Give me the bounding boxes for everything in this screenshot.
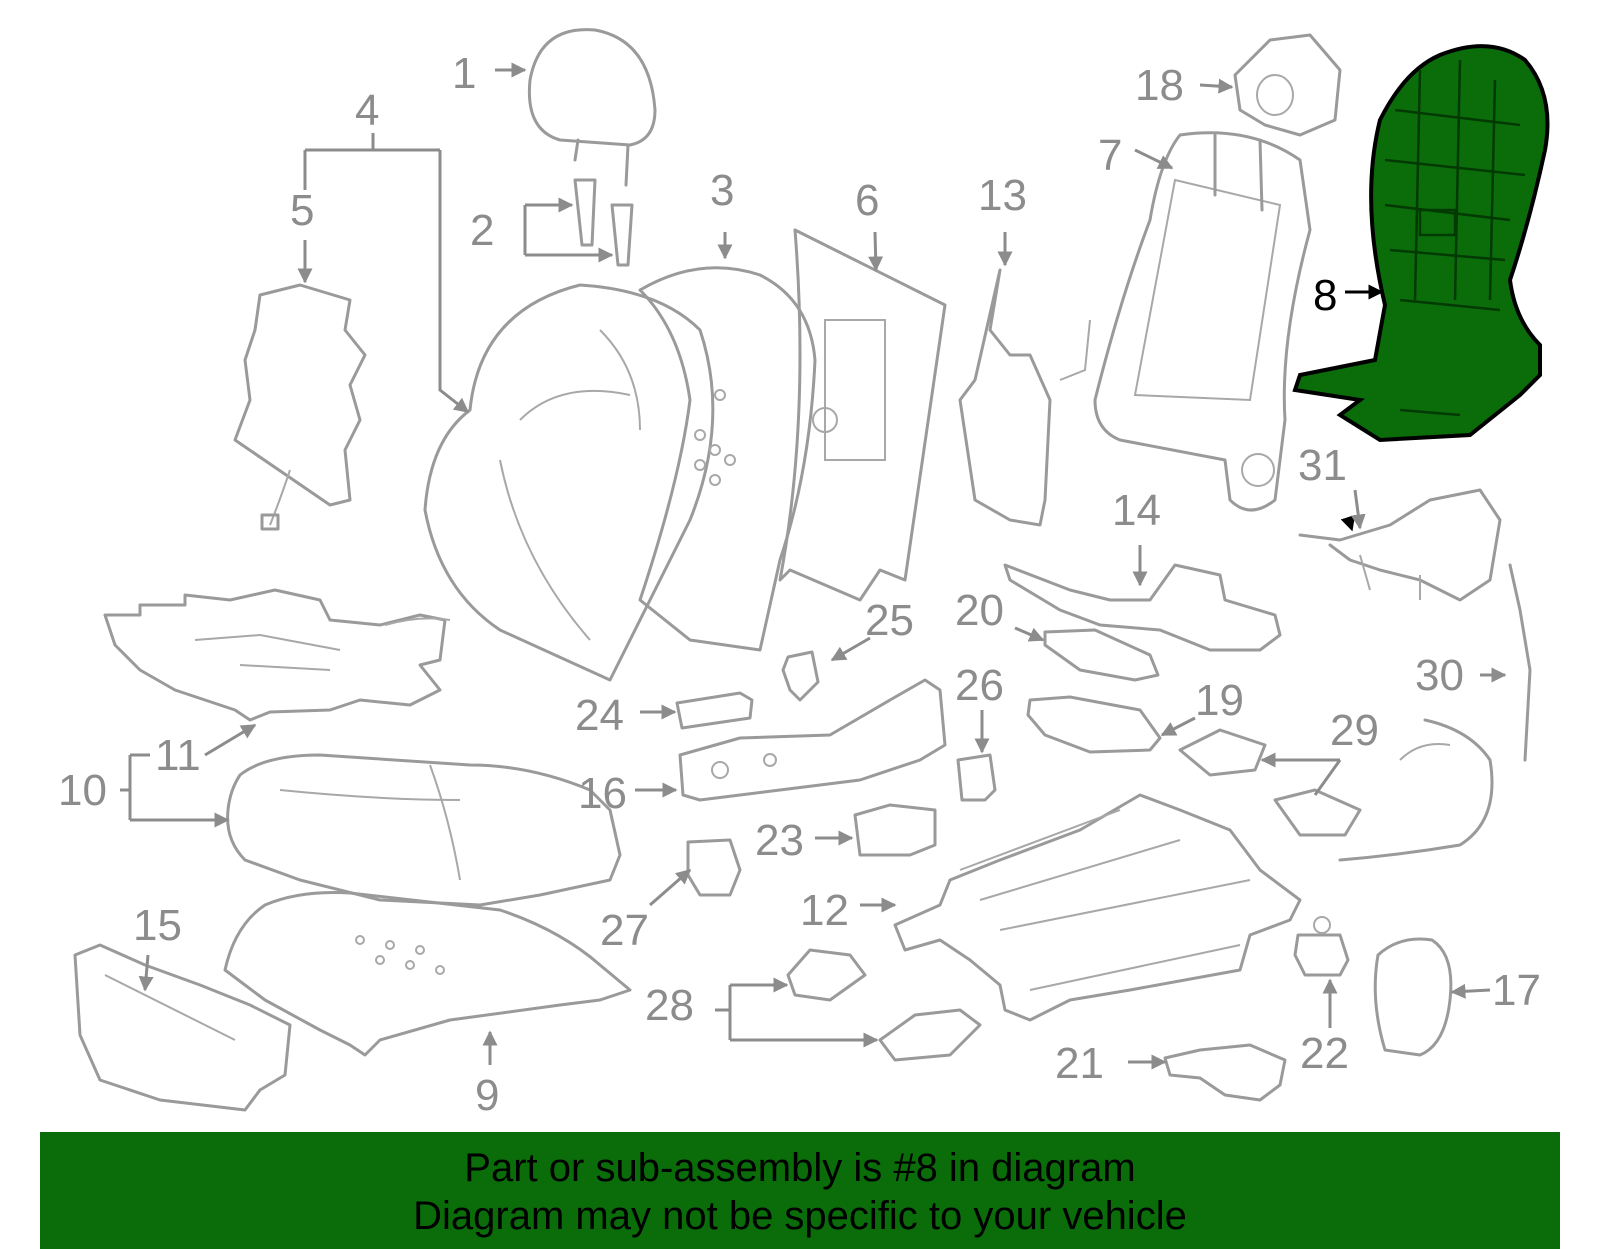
module-part[interactable] — [853, 803, 937, 857]
callout-22: 22 — [1300, 1029, 1349, 1078]
cap-part[interactable] — [1373, 937, 1453, 1057]
callout-2: 2 — [470, 206, 494, 255]
callout-8: 8 — [1313, 271, 1337, 320]
banner-disclaimer: Diagram may not be specific to your vehi… — [413, 1194, 1187, 1238]
knob-part[interactable] — [781, 650, 820, 702]
sensor-part[interactable] — [956, 753, 997, 802]
callout-4: 4 — [355, 86, 379, 135]
callout-1: 1 — [452, 49, 476, 98]
parts-diagram: 1 2 3 4 5 6 7 8 9 10 11 12 13 14 15 16 1… — [58, 28, 1550, 1120]
callout-11: 11 — [155, 731, 201, 780]
wire-harness-part[interactable] — [1298, 488, 1502, 602]
cushion-cover-part[interactable] — [226, 753, 622, 907]
leader-lines — [120, 62, 1507, 1070]
callout-14: 14 — [1112, 486, 1161, 535]
headrest-guide-part[interactable] — [573, 178, 634, 267]
clip-part[interactable] — [1233, 33, 1342, 137]
seatback-cover-part[interactable] — [423, 283, 715, 682]
callout-12: 12 — [800, 886, 849, 935]
callout-17: 17 — [1492, 966, 1541, 1015]
seatback-board-part[interactable] — [778, 228, 947, 602]
callout-28: 28 — [645, 981, 694, 1030]
back-panel-part-highlighted[interactable] — [1292, 44, 1550, 443]
callout-labels: 1 2 3 4 5 6 7 8 9 10 11 12 13 14 15 16 1… — [58, 49, 1541, 1120]
bracket-part[interactable] — [1178, 728, 1362, 837]
callout-29: 29 — [1330, 706, 1379, 755]
callout-23: 23 — [755, 816, 804, 865]
switch-part[interactable] — [675, 691, 754, 730]
cushion-heater-part[interactable] — [103, 588, 451, 722]
track-cover-part[interactable] — [786, 948, 982, 1062]
callout-25: 25 — [865, 596, 914, 645]
callout-20: 20 — [955, 586, 1004, 635]
callout-31: 31 — [1298, 441, 1347, 490]
callout-13: 13 — [978, 171, 1027, 220]
callout-3: 3 — [710, 166, 734, 215]
callout-30: 30 — [1415, 651, 1464, 700]
callout-24: 24 — [575, 691, 624, 740]
seat-track-part[interactable] — [893, 793, 1302, 1022]
side-shield-part[interactable] — [678, 678, 947, 802]
callout-10: 10 — [58, 766, 107, 815]
callout-6: 6 — [855, 176, 879, 225]
cable-part[interactable] — [1338, 563, 1532, 862]
cushion-pad-part[interactable] — [223, 891, 632, 1057]
callout-26: 26 — [955, 661, 1004, 710]
support-part[interactable] — [1026, 695, 1162, 754]
seat-mat-part[interactable] — [1003, 563, 1282, 652]
banner-part-note: Part or sub-assembly is #8 in diagram — [464, 1146, 1136, 1190]
callout-9: 9 — [475, 1071, 499, 1120]
track-bracket-part[interactable] — [1163, 1043, 1287, 1102]
info-banner: Part or sub-assembly is #8 in diagram Di… — [40, 1132, 1560, 1249]
track-motor-part[interactable] — [1293, 916, 1350, 977]
cushion-trim-part[interactable] — [73, 943, 292, 1112]
seatback-pad-part[interactable] — [638, 266, 817, 652]
callout-16: 16 — [578, 769, 627, 818]
seatback-frame-part[interactable] — [1093, 131, 1312, 512]
motor-part[interactable] — [686, 838, 742, 897]
callout-19: 19 — [1195, 676, 1244, 725]
callout-18: 18 — [1135, 61, 1184, 110]
callout-15: 15 — [133, 901, 182, 950]
seatback-heater-part[interactable] — [233, 283, 367, 531]
headrest-part[interactable] — [527, 28, 657, 187]
callout-5: 5 — [290, 186, 314, 235]
callout-27: 27 — [600, 906, 649, 955]
callout-7: 7 — [1098, 131, 1122, 180]
lumbar-support-part[interactable] — [958, 268, 1091, 527]
callout-21: 21 — [1055, 1039, 1104, 1088]
cover-part[interactable] — [1043, 628, 1160, 682]
